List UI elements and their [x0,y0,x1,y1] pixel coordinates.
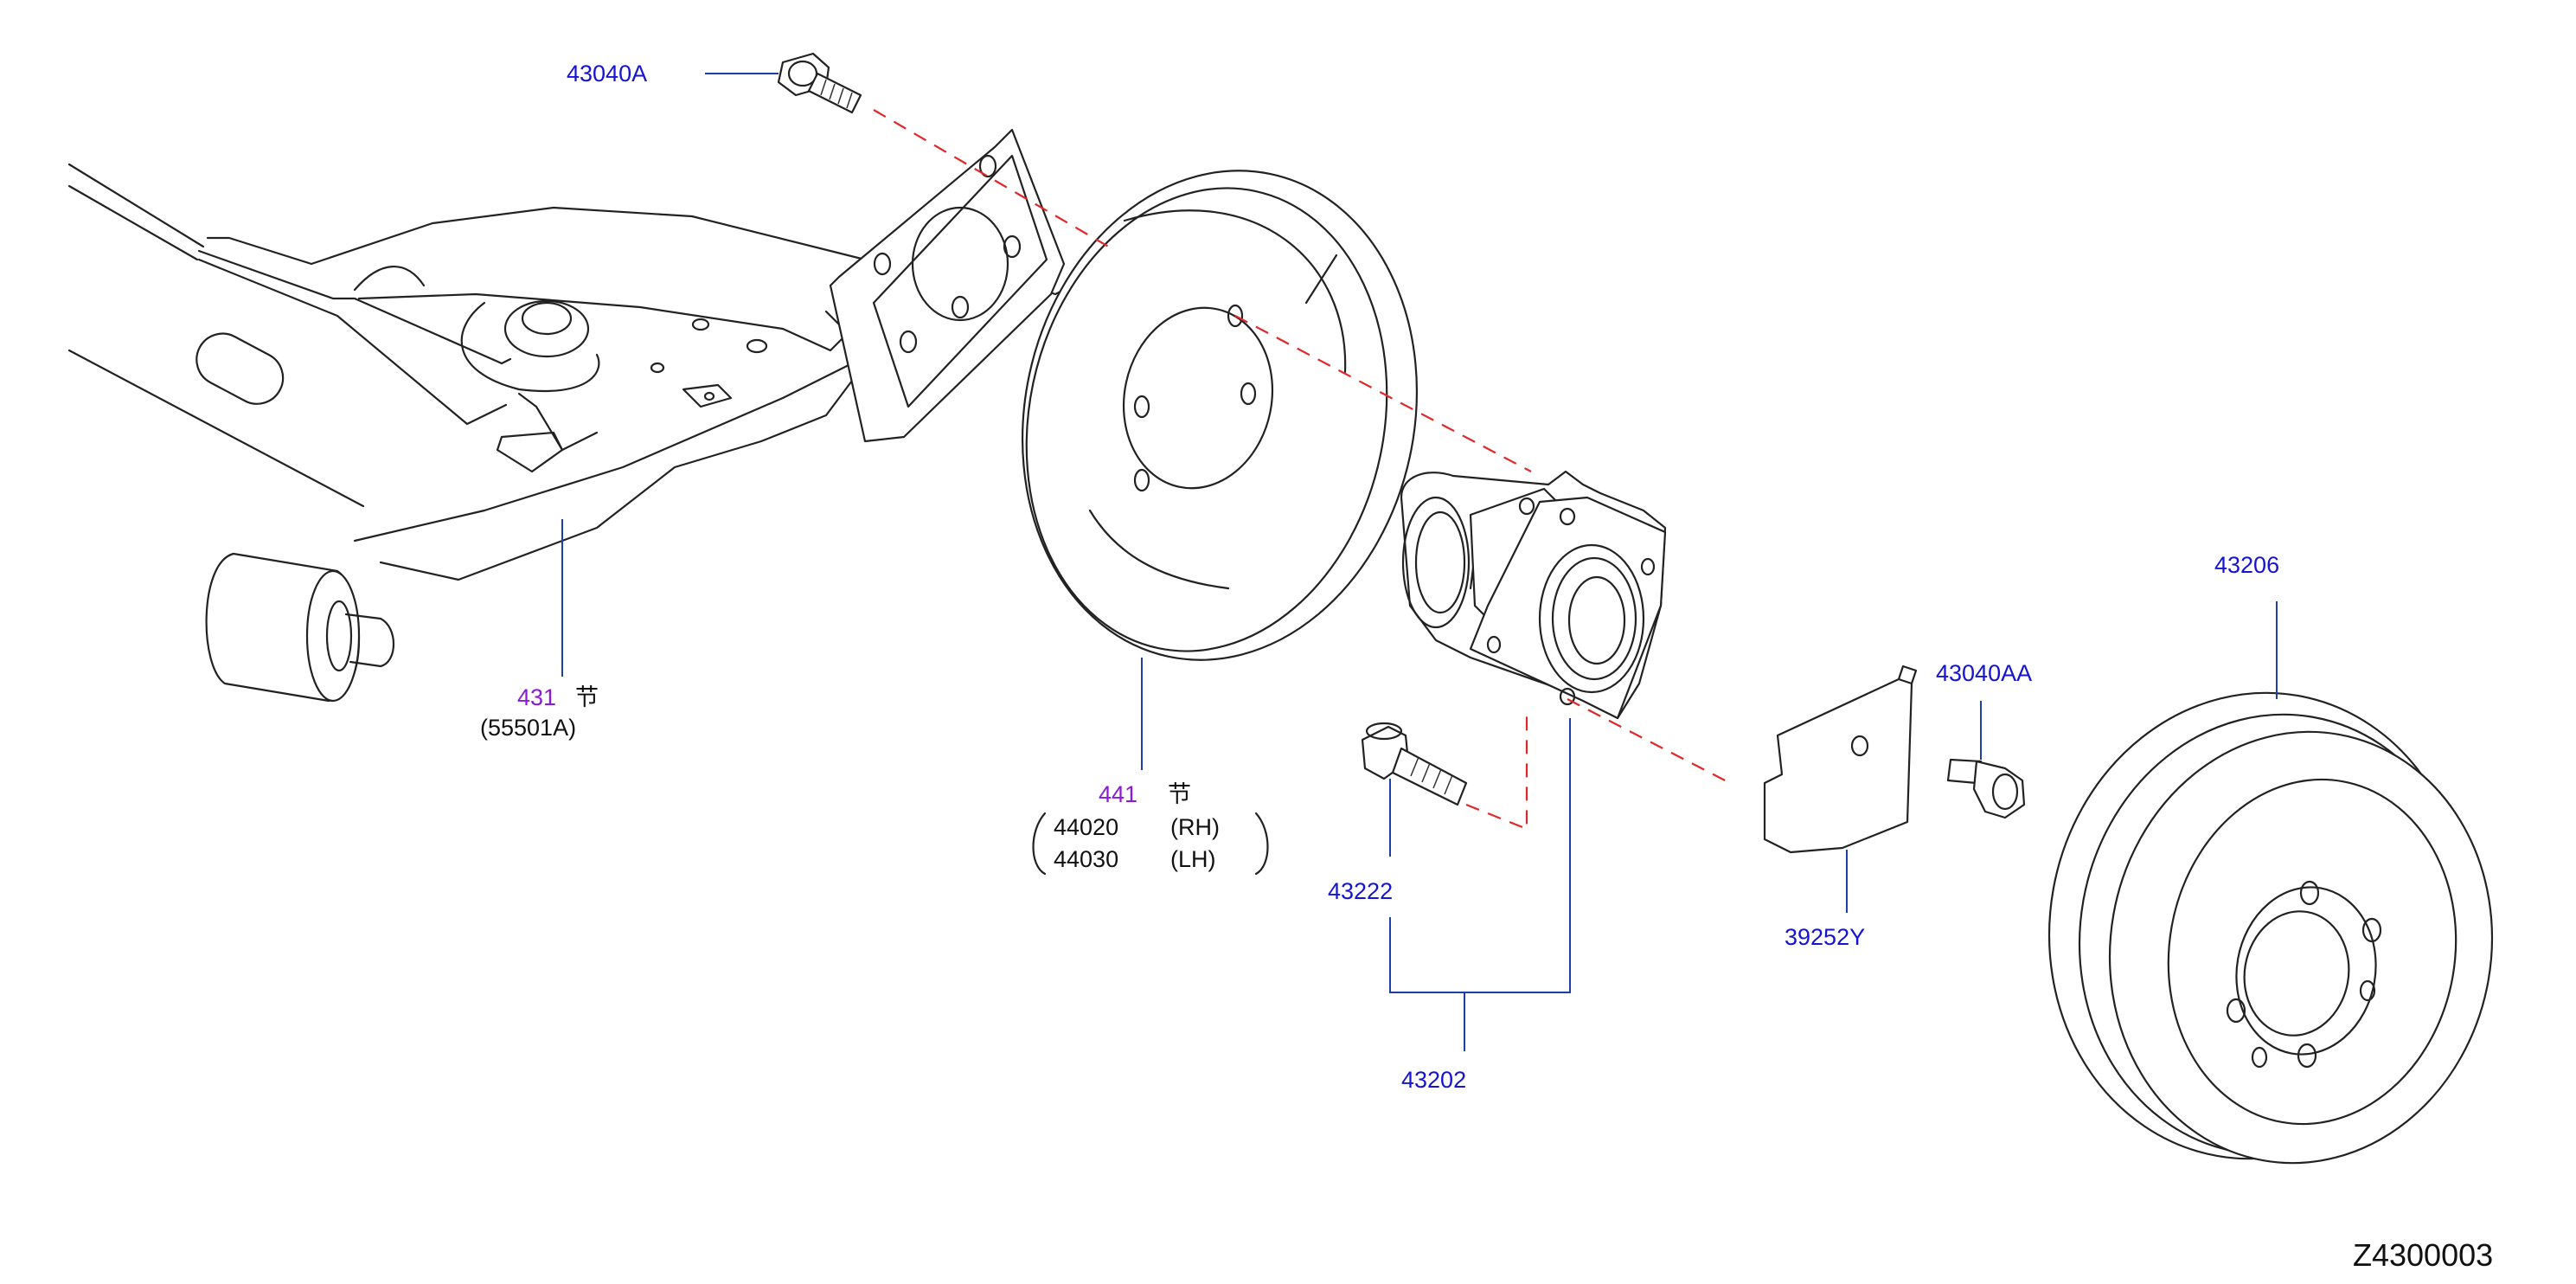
part-label-44020[interactable]: 44020 [1054,814,1119,840]
side-label-rh: (RH) [1170,814,1220,840]
side-label-lh: (LH) [1170,846,1216,872]
part-label-55501a[interactable]: (55501A) [480,715,577,741]
part-label-44030[interactable]: 44030 [1054,846,1119,872]
part-label-43202[interactable]: 43202 [1401,1067,1467,1093]
part-label-43040a[interactable]: 43040A [567,61,648,87]
alignment-centerlines [873,109,1731,831]
diagram-code: Z4300003 [2353,1237,2494,1273]
backing-plate[interactable] [978,133,1462,697]
hub-bolt-shape[interactable] [1361,722,1468,806]
part-label-39252y[interactable]: 39252Y [1785,924,1866,950]
bracket-right-paren [1254,812,1269,876]
ref-label-431[interactable]: 431 [517,684,557,710]
bracket-left-paren [1032,812,1047,876]
hub-assembly[interactable] [1400,470,1667,720]
rear-axle-beam[interactable] [67,128,1092,703]
bracket-shape[interactable] [1763,664,1918,854]
part-label-43040aa[interactable]: 43040AA [1936,660,2033,686]
part-label-43206[interactable]: 43206 [2214,552,2280,578]
bolt-43040aa-shape[interactable] [1946,758,2026,819]
ref-mark-431: 节 [575,684,599,710]
part-label-43222[interactable]: 43222 [1328,878,1394,904]
leader-lines [561,73,2278,1051]
brake-drum[interactable] [2013,659,2526,1193]
ref-label-441[interactable]: 441 [1099,781,1138,807]
bolt-43040a-shape[interactable] [777,52,862,114]
ref-mark-441: 节 [1168,781,1191,807]
